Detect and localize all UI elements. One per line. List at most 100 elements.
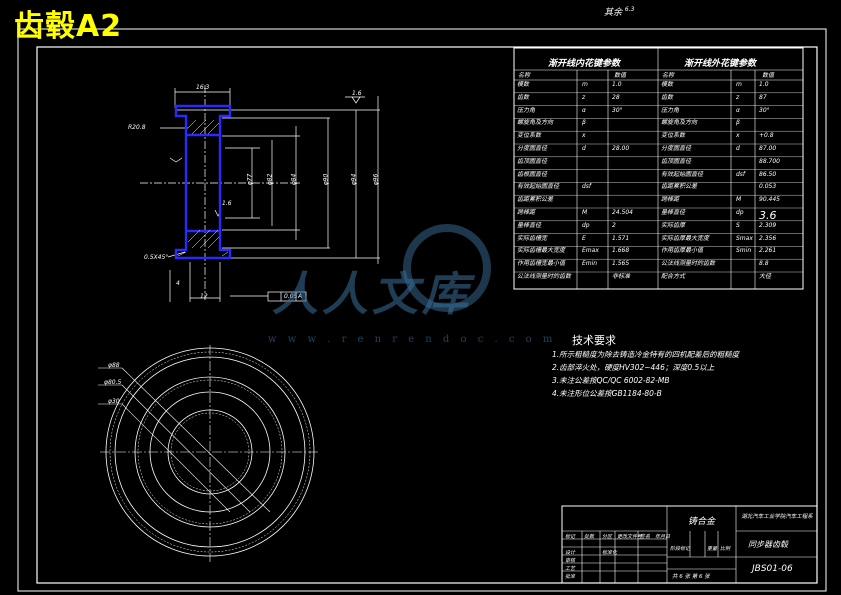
- internal-row-name: 分度圆直径: [517, 145, 548, 152]
- watermark-logo: [403, 224, 491, 312]
- col-left-value: 数值: [614, 72, 627, 79]
- internal-row-sym: β: [582, 119, 586, 127]
- param-table-rows: [514, 92, 803, 273]
- title-block-grid: [561, 505, 818, 584]
- internal-row-sym: E: [582, 234, 586, 242]
- param-table-grid: [513, 47, 804, 290]
- internal-row-val: 1.571: [612, 234, 630, 242]
- tech-item-2: 2.齿部淬火处，硬度HV302~446；深度0.5以上: [552, 363, 715, 372]
- external-row-sym: Smax: [736, 234, 753, 242]
- dim-bottom-small: 4: [176, 280, 180, 287]
- dim-chamfer-bottom: 0.5X45°: [144, 254, 169, 261]
- outer-frame: [17, 28, 827, 592]
- external-row-sym: Smin: [736, 247, 752, 255]
- roughness-note-symbol: 6.3: [624, 6, 635, 13]
- tb-scale-label: 比例: [720, 546, 731, 552]
- external-row-sym: M: [736, 196, 742, 204]
- internal-row-name: 齿距累积公差: [517, 196, 554, 204]
- internal-row-name: 齿根圆直径: [517, 170, 548, 178]
- external-row-sym: β: [736, 119, 740, 127]
- inner-frame: [36, 46, 818, 584]
- external-row-val: 30°: [759, 106, 770, 114]
- dim-phi-94: φ94: [350, 173, 358, 186]
- tb-std-label: 标准化: [602, 550, 618, 556]
- external-row-name: 配合方式: [661, 273, 686, 280]
- roughness-note-text: 其余: [604, 8, 623, 18]
- internal-row-name: 作用齿槽宽最小值: [517, 260, 566, 268]
- tb-company: 湖北汽车工业学院汽车工程系: [741, 514, 813, 520]
- tb-weight-label: 重量: [707, 546, 718, 552]
- internal-row-name: 有效起始圆直径: [517, 183, 560, 191]
- internal-row-val: 30°: [612, 106, 623, 114]
- external-row-val: 86.50: [759, 170, 777, 178]
- watermark-text: 人人文库: [272, 267, 472, 321]
- external-row-val: 88.700: [759, 157, 780, 165]
- internal-row-val: 28: [612, 93, 620, 101]
- external-row-sym: S: [736, 221, 740, 229]
- external-row-val: 2.309: [759, 221, 777, 229]
- dim-top-width: 16.3: [196, 84, 210, 91]
- roughness-note: 其余 6.3: [604, 5, 634, 18]
- section-hatch: [177, 119, 229, 257]
- tb-stage-label: 阶段标记: [670, 546, 691, 552]
- external-row-name: 分度圆直径: [661, 145, 692, 152]
- col-right-value: 数值: [762, 72, 775, 79]
- internal-row-val: 28.00: [612, 145, 630, 152]
- tb-role-0: 设计: [565, 550, 576, 556]
- internal-row-sym: m: [582, 81, 588, 88]
- internal-row-sym: α: [582, 106, 586, 114]
- internal-row-val: 非标准: [612, 273, 631, 280]
- external-row-val: 2.261: [759, 247, 777, 255]
- sheet-label: 齿毂A2: [14, 9, 123, 44]
- internal-row-val: 24.504: [612, 209, 633, 216]
- tech-item-1: 1.所示粗糙度为除去铸造冷金特有的四机配差后的粗糙度: [552, 350, 740, 359]
- external-row-val: 0.053: [759, 183, 777, 191]
- external-row-sym: dsf: [736, 170, 746, 178]
- internal-row-sym: dp: [582, 221, 590, 229]
- internal-row-name: 跨棒距: [517, 209, 536, 216]
- internal-row-name: 齿数: [517, 93, 530, 101]
- front-view: [98, 345, 320, 562]
- tol-datum: A: [298, 293, 303, 300]
- internal-row-sym: M: [582, 209, 588, 216]
- tol-value: 0.05: [284, 293, 298, 300]
- dim-phi-84: φ84: [290, 173, 298, 186]
- internal-row-name: 螺旋角及方向: [517, 119, 554, 127]
- tb-drawing-no: JBS01-06: [752, 564, 793, 574]
- dim-phi-96: φ96: [372, 173, 380, 186]
- dim-phi-90: φ90: [322, 173, 330, 186]
- external-row-name: 螺旋角及方向: [661, 119, 698, 127]
- dim-chamfer: R20.8: [128, 124, 146, 131]
- col-left-name: 名称: [518, 72, 531, 79]
- external-row-val: 1.0: [759, 81, 769, 88]
- external-row-name: 压力角: [661, 106, 680, 114]
- dim-bottom-width: 12: [200, 293, 208, 300]
- front-dim-3: φ30: [108, 398, 120, 405]
- external-row-name: 公法线测量时的齿数: [661, 260, 716, 268]
- tech-item-3: 3.未注公差按QC/QC 6002-82-MB: [552, 376, 670, 385]
- external-row-sym: x: [736, 132, 740, 140]
- external-row-val: 90.445: [759, 196, 780, 204]
- external-row-name: 齿数: [661, 93, 674, 101]
- internal-row-sym: Emin: [582, 260, 598, 268]
- external-row-name: 跨棒距: [661, 196, 680, 204]
- dim-phi-82: φ82: [266, 173, 274, 186]
- col-right-name: 名称: [662, 72, 675, 79]
- internal-row-sym: x: [582, 132, 586, 140]
- external-row-sym: m: [736, 81, 742, 88]
- external-row-val: 87: [759, 93, 767, 101]
- tech-item-4: 4.未注形位公差按GB1184-80-B: [552, 389, 662, 398]
- tb-row-2: 分区: [602, 534, 613, 540]
- external-row-name: 齿顶圆直径: [661, 157, 692, 165]
- external-row-name: 变位系数: [661, 132, 686, 140]
- internal-row-sym: z: [582, 93, 586, 101]
- tb-row-3: 更改文件号: [617, 534, 643, 540]
- external-row-sym: d: [736, 145, 740, 152]
- tb-role-1: 审核: [565, 558, 576, 564]
- dim-phi-77: φ77: [246, 173, 254, 186]
- internal-row-sym: d: [582, 145, 586, 152]
- tb-row-1: 处数: [584, 534, 595, 540]
- external-row-val: 87.00: [759, 145, 777, 152]
- tb-role-2: 工艺: [565, 566, 576, 572]
